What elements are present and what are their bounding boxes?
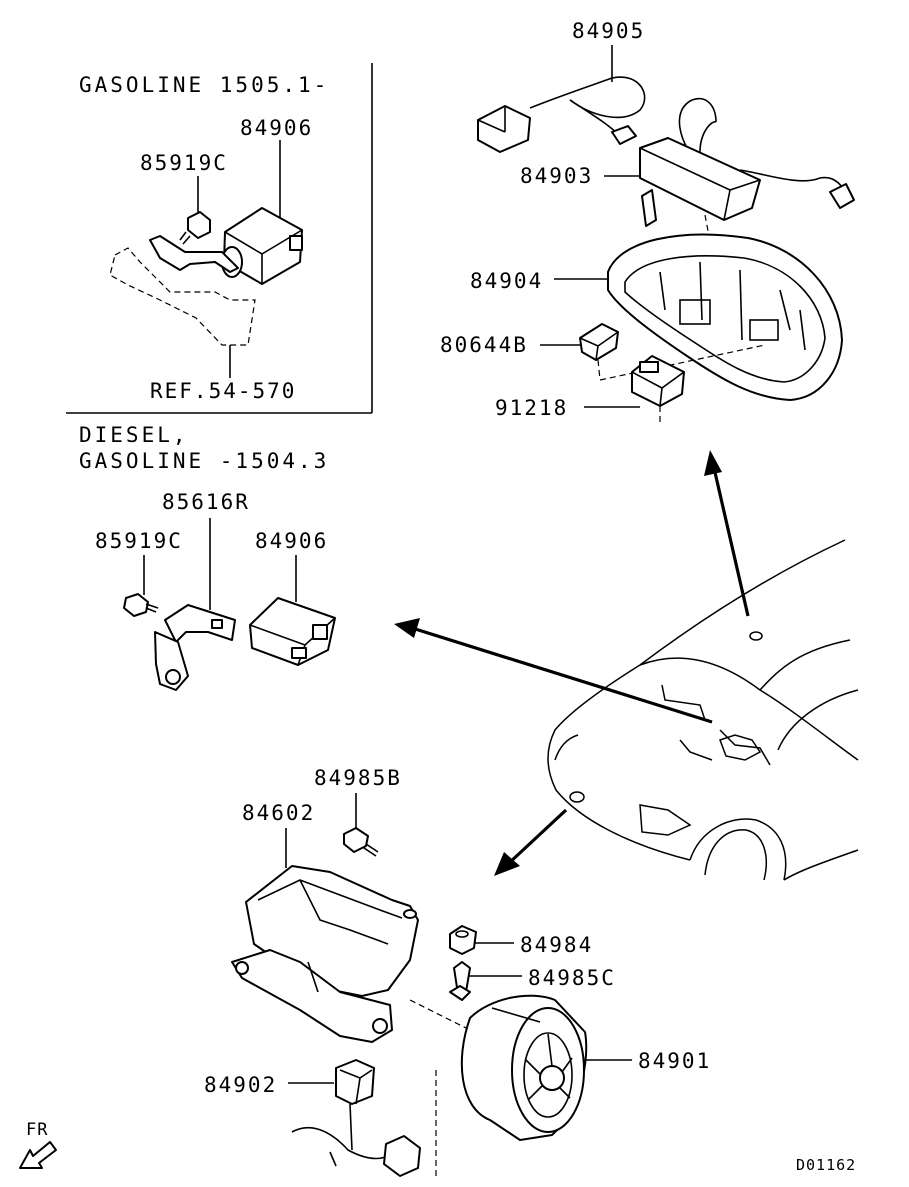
bracket-84602 (231, 865, 419, 1043)
header-diesel-line2: GASOLINE -1504.3 (79, 449, 329, 473)
label-84602: 84602 (242, 801, 315, 825)
nut-84984 (449, 925, 477, 955)
bolt-84985C (449, 961, 471, 1001)
header-diesel-line1: DIESEL, (79, 423, 189, 447)
label-84985C: 84985C (528, 966, 616, 990)
bracket-85616R (154, 604, 236, 691)
guide-line-bolt (409, 999, 471, 1031)
label-80644B: 80644B (440, 333, 528, 357)
switch-91218 (631, 355, 685, 407)
label-84984: 84984 (520, 933, 593, 957)
label-84906-top: 84906 (240, 116, 313, 140)
label-ref: REF.54-570 (150, 379, 296, 403)
vehicle-outline (547, 539, 859, 881)
label-84906-mid: 84906 (255, 529, 328, 553)
module-84903 (639, 137, 761, 227)
label-85919C-mid: 85919C (95, 529, 183, 553)
relay-84906-top (221, 207, 303, 285)
label-84903: 84903 (520, 164, 593, 188)
front-direction-arrow-icon (19, 1141, 57, 1169)
header-gasoline-new: GASOLINE 1505.1- (79, 73, 329, 97)
label-84904: 84904 (470, 269, 543, 293)
connector-80644B (579, 323, 619, 361)
relay-84906-mid (249, 597, 336, 666)
bolt-85919C-top (179, 211, 211, 245)
gasoline-variant-box (66, 63, 373, 414)
orientation-label: FR (26, 1120, 48, 1140)
bracket-ref-54-570 (109, 235, 256, 346)
siren-84901 (460, 994, 588, 1141)
guide-line-connector-2 (599, 344, 766, 381)
arrow-to-relay (394, 618, 713, 724)
housing-84904 (607, 233, 843, 401)
label-85919C-top: 85919C (140, 151, 228, 175)
label-84901: 84901 (638, 1049, 711, 1073)
label-84905: 84905 (572, 19, 645, 43)
harness-84902 (291, 1059, 421, 1177)
bolt-84985B (343, 827, 379, 857)
label-84985B: 84985B (314, 766, 402, 790)
label-91218: 91218 (495, 396, 568, 420)
drawing-code: D01162 (796, 1156, 856, 1174)
bolt-85919C-mid (123, 593, 159, 617)
arrow-to-siren (494, 808, 568, 876)
guide-line-connector (597, 359, 601, 381)
harness-84905 (477, 76, 855, 209)
arrow-to-housing (704, 450, 750, 617)
label-85616R: 85616R (162, 490, 250, 514)
label-84902: 84902 (204, 1073, 277, 1097)
